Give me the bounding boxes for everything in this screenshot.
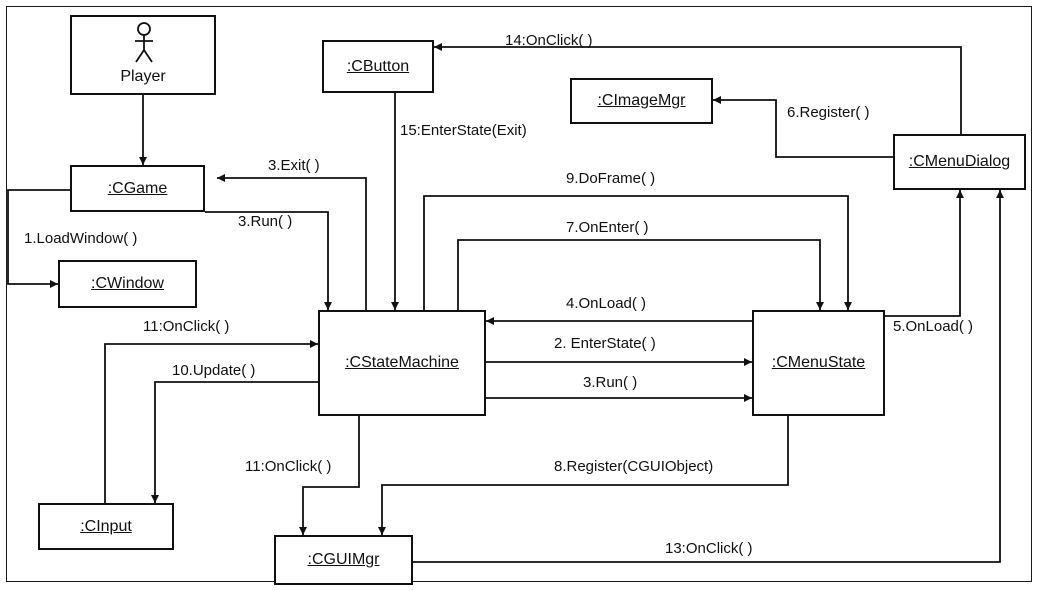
message-10-update: 10.Update( ) [172,362,256,379]
object-cmenudialog: :CMenuDialog [893,134,1026,190]
object-cgame: :CGame [70,165,205,212]
link-update [151,381,318,503]
link-register-6 [713,96,893,158]
message-6-register: 6.Register( ) [787,104,870,121]
object-cbutton-label: :CButton [346,57,410,75]
message-11-onclick-gui: 11:OnClick( ) [245,458,332,475]
object-cmenustate: :CMenuState [752,310,885,416]
object-cstatemachine: :CStateMachine [318,310,486,416]
link-run-game [205,211,332,310]
message-15-enterstate: 15:EnterState(Exit) [400,122,527,139]
object-cmenustate-label: :CMenuState [771,354,866,371]
link-onclick-14 [434,43,962,134]
object-cinput-label: :CInput [80,517,132,535]
message-2-enterstate: 2. EnterState( ) [554,335,656,352]
actor-label: Player [120,68,166,85]
link-register-8 [378,416,789,535]
message-9-doframe: 9.DoFrame( ) [566,170,656,187]
object-cimagemgr-label: :CImageMgr [597,92,686,109]
message-8-register: 8.Register(CGUIObject) [554,458,714,475]
diagram-frame [6,6,1032,582]
link-onclick-gui [299,416,360,535]
link-onload-5 [885,190,964,317]
link-onclick-input [104,340,318,508]
message-5-onload: 5.OnLoad( ) [893,318,974,335]
message-13-onclick: 13:OnClick( ) [665,540,753,557]
object-cstatemachine-label: :CStateMachine [345,354,459,371]
message-3-exit: 3.Exit( ) [268,157,320,174]
link-exit [217,174,367,310]
message-3-run-game: 3.Run( ) [238,213,293,230]
actor-player: Player [70,15,216,95]
link-loadwindow [7,189,70,288]
link-onclick-13 [413,190,1004,563]
message-7-onenter: 7.OnEnter( ) [566,219,649,236]
object-cgame-label: :CGame [107,179,168,197]
message-14-onclick: 14:OnClick( ) [505,32,593,49]
message-1-loadwindow: 1.LoadWindow( ) [24,230,138,247]
message-4-onload: 4.OnLoad( ) [566,295,647,312]
object-cinput: :CInput [38,503,174,550]
object-cimagemgr: :CImageMgr [570,78,713,124]
link-onenter [457,239,824,310]
object-cwindow: :CWindow [58,260,197,308]
message-11-onclick-input: 11:OnClick( ) [143,318,230,335]
link-doframe [423,195,852,310]
object-cbutton: :CButton [322,40,434,93]
stick-figure-icon [135,22,153,63]
object-cwindow-label: :CWindow [91,275,164,292]
object-cguimgr-label: :CGUIMgr [307,551,380,568]
message-3-run-menu: 3.Run( ) [583,374,638,391]
object-cguimgr: :CGUIMgr [274,535,413,585]
object-cmenudialog-label: :CMenuDialog [908,153,1011,170]
